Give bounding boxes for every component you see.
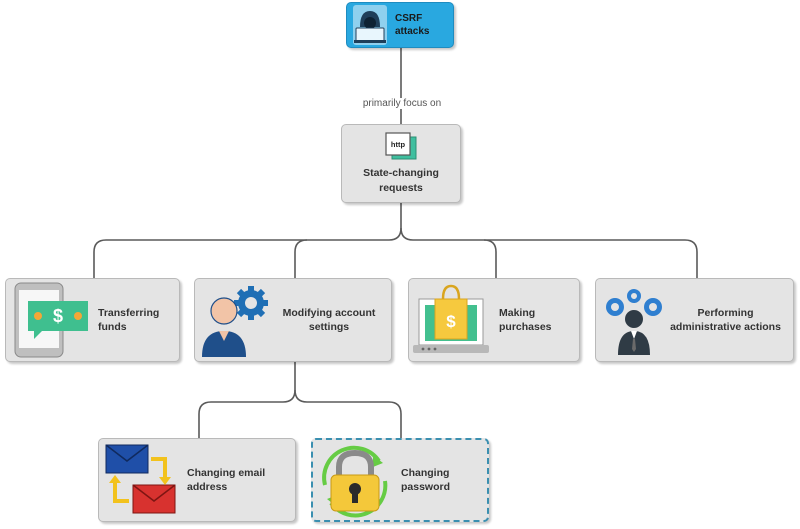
node-state-changing-requests[interactable]: http State-changing requests [341,124,461,203]
node-changing-email-address[interactable]: Changing email address [98,438,296,522]
edge-label: primarily focus on [356,98,448,109]
node-performing-administrative-actions[interactable]: Performing administrative actions [595,278,794,362]
label-modifying-account-settings: Modifying account settings [282,306,376,333]
label-transferring-funds: Transferring funds [98,306,160,333]
node-making-purchases[interactable]: $ Making purchases [408,278,580,362]
label-performing-administrative-actions: Performing administrative actions [670,306,781,333]
email-swap-icon [103,441,179,519]
root-node-csrf-attacks[interactable]: CSRF attacks [346,2,454,48]
label-changing-password: Changing password [401,466,451,493]
user-settings-icon [199,281,273,359]
node-changing-password[interactable]: Changing password [311,438,489,522]
http-document-icon: http [384,132,418,160]
hacker-laptop-icon [353,5,387,45]
phone-money-icon: $ [10,281,90,359]
label-changing-email-address: Changing email address [187,466,266,493]
center-label: State-changing requests [363,167,439,194]
node-transferring-funds[interactable]: $ Transferring funds [5,278,180,362]
node-modifying-account-settings[interactable]: Modifying account settings [194,278,392,362]
label-making-purchases: Making purchases [499,306,552,333]
laptop-shopping-bag-icon: $ [413,281,491,359]
root-label: CSRF attacks [395,12,430,38]
http-icon-text: http [391,140,406,149]
svg-text:$: $ [53,306,63,326]
svg-text:$: $ [446,312,456,331]
admin-gears-icon [604,283,664,357]
padlock-refresh-icon [317,441,393,519]
